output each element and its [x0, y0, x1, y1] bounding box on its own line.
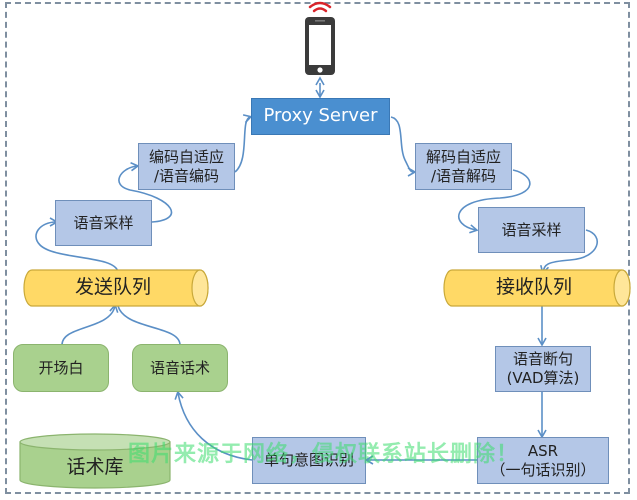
encode-label: 编码自适应 /语音编码 — [148, 147, 224, 185]
arrow-server-to-decode — [390, 116, 417, 177]
decode-box: 解码自适应 /语音解码 — [415, 143, 512, 190]
intent-box: 单句意图识别 — [252, 437, 366, 484]
arrow-queue-to-sample — [35, 217, 119, 273]
asr-label: ASR （一句话识别） — [490, 441, 596, 479]
script-label: 语音话术 — [149, 358, 210, 377]
arrow-decode-to-sample — [458, 169, 531, 234]
send-queue-shape — [23, 269, 209, 307]
proxy-server-label: Proxy Server — [263, 105, 378, 127]
receive-sample-box: 语音采样 — [478, 207, 585, 253]
send-sample-label: 语音采样 — [73, 213, 134, 232]
asr-box: ASR （一句话识别） — [477, 437, 609, 484]
receive-sample-label: 语音采样 — [501, 220, 562, 239]
opening-box: 开场白 — [13, 344, 109, 392]
send-queue: 发送队列 — [28, 270, 198, 306]
vad-label: 语音断句 (VAD算法) — [506, 350, 580, 387]
proxy-server-box: Proxy Server — [251, 98, 390, 135]
arrow-script-to-queue — [117, 305, 181, 346]
receive-queue: 接收队列 — [448, 270, 620, 306]
watermark-text: 图片来源于网络，侵权联系站长删除！ — [128, 442, 520, 467]
script-library: 话术库 — [20, 450, 170, 486]
send-sample-box: 语音采样 — [55, 200, 152, 246]
script-library-label: 话术库 — [66, 456, 124, 479]
vad-box: 语音断句 (VAD算法) — [495, 346, 591, 392]
send-queue-label: 发送队列 — [74, 276, 151, 299]
decode-label: 解码自适应 /语音解码 — [425, 147, 501, 185]
script-box: 语音话术 — [132, 344, 228, 392]
script-library-shape — [19, 433, 171, 489]
opening-label: 开场白 — [38, 358, 84, 377]
smartphone-icon — [305, 17, 335, 75]
arrow-encode-to-server — [234, 114, 253, 173]
encode-box: 编码自适应 /语音编码 — [138, 143, 235, 190]
intent-label: 单句意图识别 — [263, 451, 354, 470]
arrow-opening-to-queue — [61, 303, 119, 346]
arrow-intent-to-script — [174, 390, 253, 461]
wifi-signal-icon — [308, 1, 332, 13]
receive-queue-label: 接收队列 — [495, 276, 572, 299]
arrow-sample-to-queue — [540, 229, 598, 275]
receive-queue-shape — [443, 269, 631, 307]
arrow-sample-to-encode — [118, 161, 173, 223]
